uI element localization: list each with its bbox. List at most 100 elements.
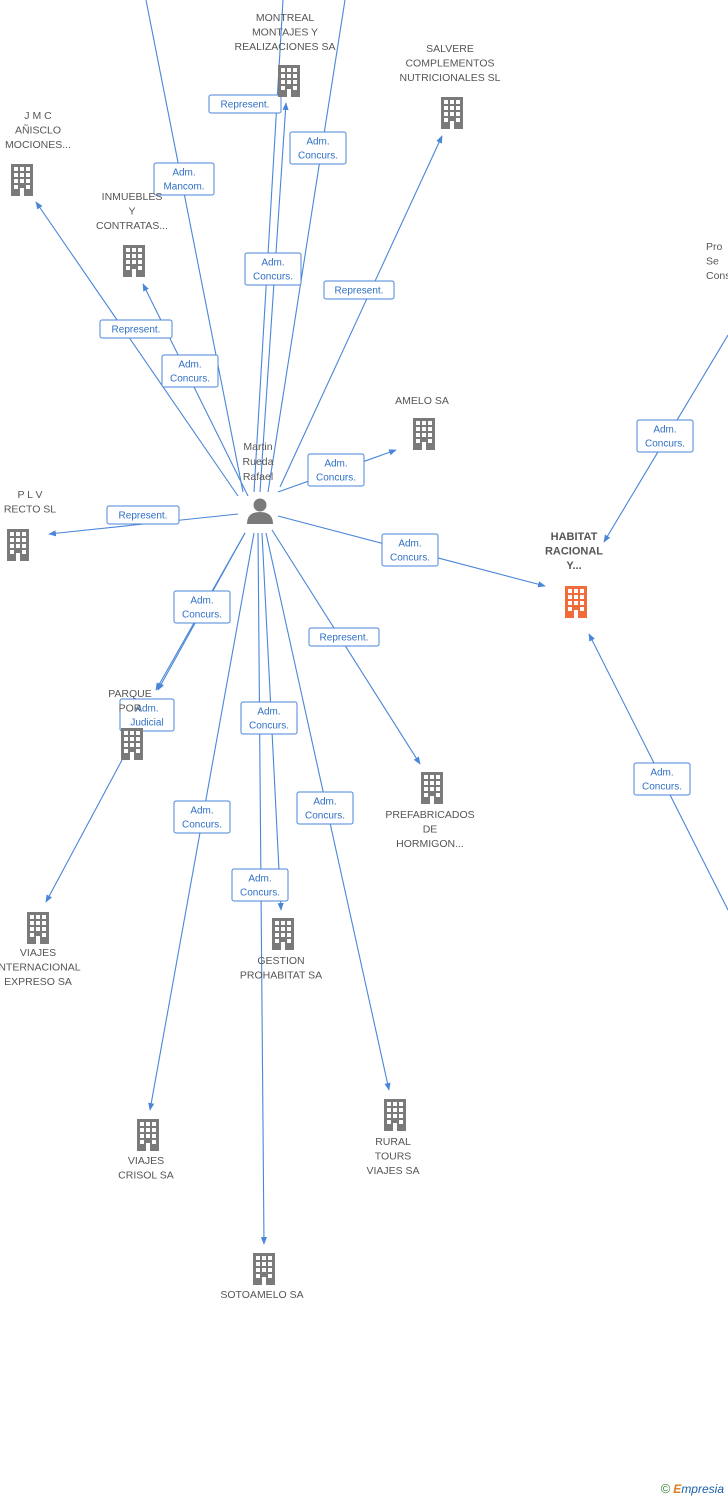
relation-label[interactable]: Adm.Concurs. [173, 590, 231, 624]
edge-martin-montreal [145, 0, 244, 493]
relation-label-text: Adm. [135, 704, 158, 715]
relation-label[interactable]: Adm.Concurs. [307, 453, 365, 487]
building-icon [253, 1253, 275, 1285]
company-node-sotoamelo[interactable]: SOTOAMELO SA [220, 1253, 304, 1301]
relation-label[interactable]: Represent. [308, 627, 380, 647]
relation-label-text: Adm. [190, 806, 213, 817]
relation-label[interactable]: Adm.Concurs. [244, 252, 302, 286]
relation-label-box [307, 453, 365, 487]
relation-label-box [208, 94, 282, 114]
relation-label[interactable]: Adm. Concurs. [636, 419, 694, 453]
relation-label[interactable]: Adm.Concurs. [289, 131, 347, 165]
company-name-line: AÑISCLO [15, 124, 61, 137]
company-name-line: MOCIONES... [5, 139, 71, 151]
relation-label-text: Concurs. [305, 811, 345, 822]
relation-label-box [106, 505, 180, 525]
relation-label-text: Adm. [248, 874, 271, 885]
relation-label[interactable]: Represent. [106, 505, 180, 525]
company-node-habitat[interactable]: HABITATRACIONALY... [545, 531, 603, 618]
company-name-line: VIAJES [20, 947, 56, 959]
company-node-gestion[interactable]: GESTION PROHABITAT SA [240, 918, 322, 982]
relation-label[interactable]: Adm.Concurs. [161, 354, 219, 388]
company-name-line: POR [119, 703, 142, 715]
relation-label-text: Concurs. [645, 439, 685, 450]
company-name-line: RURAL [375, 1136, 411, 1148]
relation-label[interactable]: Adm. Concurs. [173, 800, 231, 834]
company-name-line: SALVERE [426, 43, 474, 55]
relation-label-text: Concurs. [170, 374, 210, 385]
relation-label[interactable]: Represent. [208, 94, 282, 114]
company-name-line: INTERNACIONAL [0, 962, 81, 974]
company-name-line: PREFABRICADOS [385, 809, 474, 821]
company-name-line: VIAJES SA [366, 1165, 419, 1177]
company-name-line: AMELO SA [395, 395, 449, 407]
company-name-line: HABITAT [551, 531, 598, 543]
company-name-line: PROHABITAT SA [240, 970, 322, 982]
edge-martin-jmc [35, 201, 239, 497]
edge-labels-layer: Represent.Adm.Concurs.Adm.Concurs.Adm.Ma… [99, 94, 694, 902]
company-name-line: CRISOL SA [118, 1170, 174, 1182]
relation-label-text: Adm. [650, 768, 673, 779]
relation-label-box [231, 868, 289, 902]
relation-label-text: Adm. [653, 425, 676, 436]
relation-label-text: Concurs. [249, 721, 289, 732]
company-name-line: Y [128, 206, 135, 218]
relation-label-text: Judicial [130, 718, 163, 729]
relation-label-box [173, 590, 231, 624]
relation-label-text: Represent. [112, 325, 161, 336]
relation-label[interactable]: Adm. Judicial [119, 698, 175, 732]
relation-label-box [633, 762, 691, 796]
relation-label-text: Represent. [335, 286, 384, 297]
company-name-line: EXPRESO SA [4, 976, 72, 988]
relation-label[interactable]: Adm.Mancom. [153, 162, 215, 196]
relation-label-text: Mancom. [163, 182, 204, 193]
relation-label[interactable]: Adm.Concurs. [240, 701, 298, 735]
relation-label-box [153, 162, 215, 196]
relation-label[interactable]: Adm. Concurs. [633, 762, 691, 796]
relation-label[interactable]: Adm.Concurs. [296, 791, 354, 825]
relation-label-text: Concurs. [240, 888, 280, 899]
company-name-line: INMUEBLES [102, 191, 163, 203]
company-name-line: NUTRICIONALES SL [400, 72, 501, 84]
company-node-pro[interactable]: ProSeConstr [706, 241, 728, 282]
relation-label-text: Concurs. [642, 782, 682, 793]
company-node-viajesint[interactable]: VIAJES INTERNACIONAL EXPRESO SA [0, 912, 81, 988]
person-name-line: Rafael [243, 471, 273, 483]
relation-label-box [240, 701, 298, 735]
copyright-icon: © [660, 1481, 671, 1496]
brand-name: mpresia [681, 1482, 724, 1496]
company-node-amelo[interactable]: AMELO SA [395, 395, 449, 450]
company-name-line: REALIZACIONES SA [235, 41, 336, 53]
relation-label-box [381, 533, 439, 567]
company-name-line: DE [423, 824, 438, 836]
relation-label[interactable]: Represent. [323, 280, 395, 300]
brand-initial: E [673, 1482, 682, 1496]
company-node-jmc[interactable]: J M CAÑISCLOMOCIONES... [5, 110, 71, 196]
relation-label[interactable]: Represent. [99, 319, 173, 339]
empresia-footer[interactable]: ©Empresia [661, 1481, 724, 1496]
company-node-inmuebles[interactable]: INMUEBLESYCONTRATAS... [96, 191, 168, 277]
relation-label[interactable]: Adm. Concurs. [231, 868, 289, 902]
relation-label-text: Represent. [221, 100, 270, 111]
relation-label-text: Concurs. [182, 820, 222, 831]
building-icon [384, 1099, 406, 1131]
relation-label-text: Concurs. [298, 151, 338, 162]
relation-label-box [636, 419, 694, 453]
relation-label[interactable]: Adm.Concurs. [381, 533, 439, 567]
company-name-line: GESTION [257, 955, 304, 967]
company-name-line: MONTREAL [256, 12, 315, 24]
relation-label-box [308, 627, 380, 647]
building-icon [7, 529, 29, 561]
building-icon [11, 164, 33, 196]
relation-label-text: Adm. [398, 539, 421, 550]
relation-label-text: Concurs. [316, 473, 356, 484]
company-node-prefabricados[interactable]: PREFABRICADOSDEHORMIGON... [385, 772, 475, 850]
